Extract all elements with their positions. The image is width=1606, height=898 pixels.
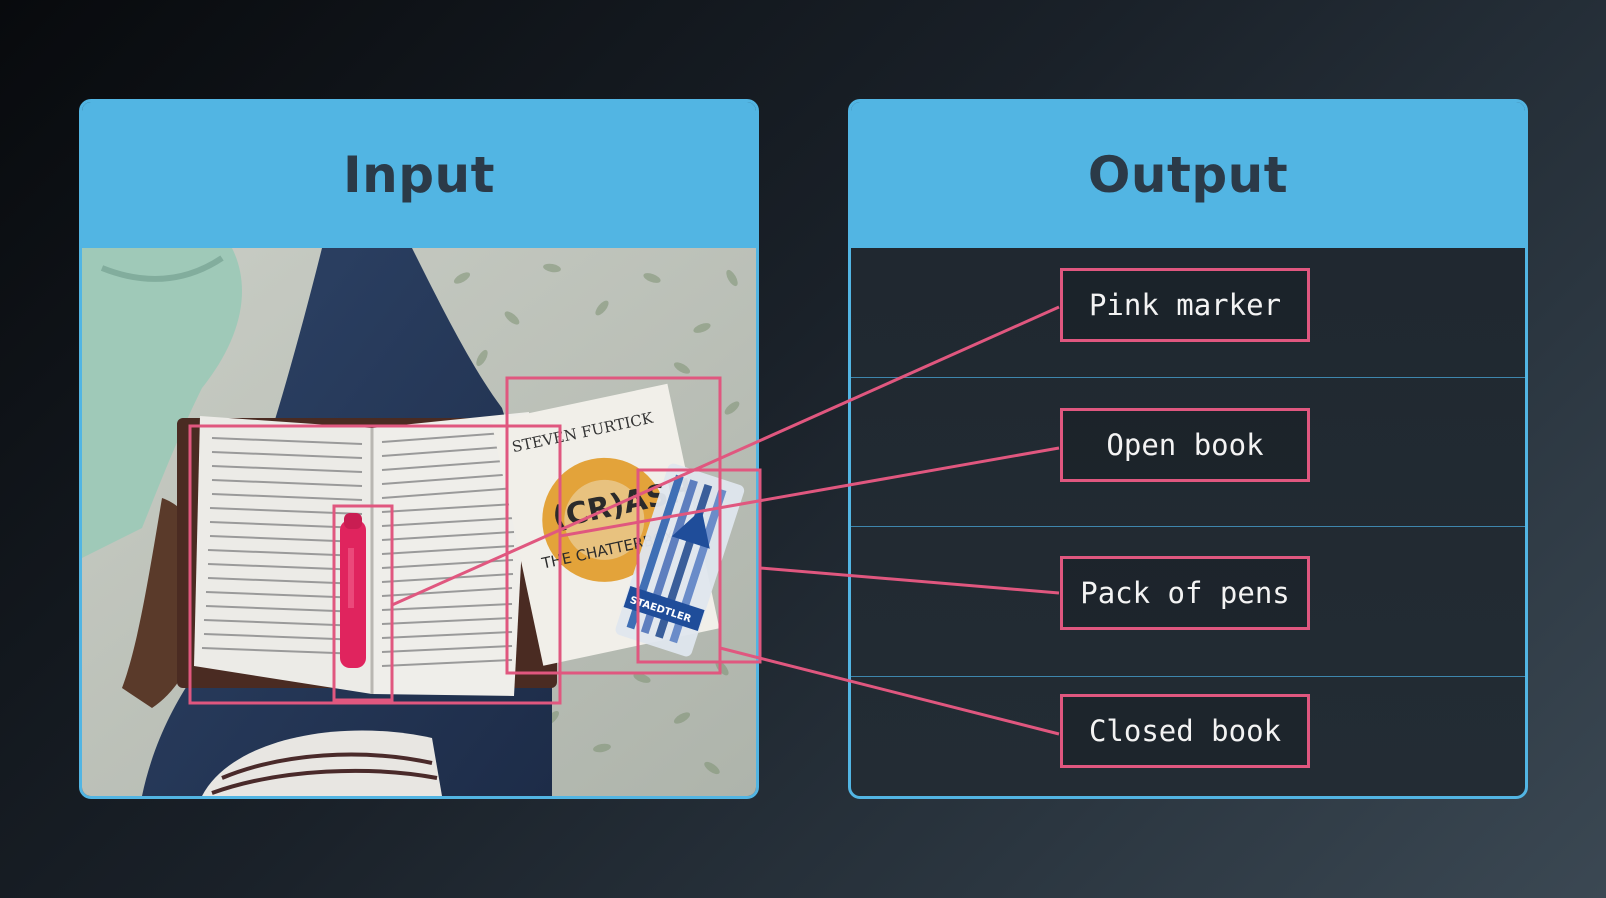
pink-marker bbox=[340, 513, 366, 668]
label-pack-of-pens: Pack of pens bbox=[1060, 556, 1310, 630]
label-pink-marker: Pink marker bbox=[1060, 268, 1310, 342]
photo-illustration: STEVEN FURTICK (CR)ASH THE CHATTERBOX ST… bbox=[82, 248, 756, 796]
row-divider-3 bbox=[851, 676, 1525, 677]
output-panel: Output Pink marker Open book Pack of pen… bbox=[848, 99, 1528, 799]
output-header: Output bbox=[851, 102, 1525, 248]
label-closed-book: Closed book bbox=[1060, 694, 1310, 768]
input-title: Input bbox=[343, 146, 495, 204]
row-divider-1 bbox=[851, 377, 1525, 378]
input-header: Input bbox=[82, 102, 756, 248]
row-divider-2 bbox=[851, 526, 1525, 527]
input-photo: STEVEN FURTICK (CR)ASH THE CHATTERBOX ST… bbox=[82, 248, 756, 796]
label-open-book: Open book bbox=[1060, 408, 1310, 482]
blanket bbox=[82, 248, 242, 558]
output-title: Output bbox=[1087, 146, 1289, 204]
input-panel: Input bbox=[79, 99, 759, 799]
